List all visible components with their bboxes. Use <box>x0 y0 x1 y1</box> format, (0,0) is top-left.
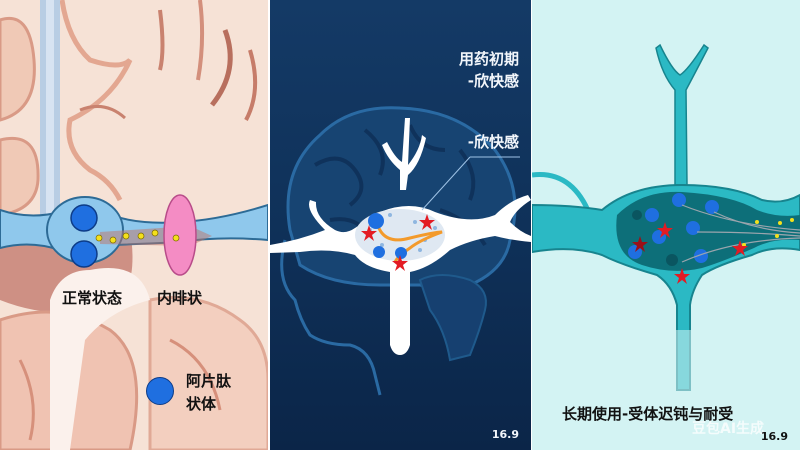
label-endorphin: 内啡状 <box>157 289 203 307</box>
watermark: 豆包AI生成 <box>692 421 765 437</box>
head-profile-icon <box>280 239 382 396</box>
vesicle-icon <box>70 240 98 268</box>
legend-text-line1: 阿片肽 <box>186 372 232 390</box>
panel-long-term-use: 长期使用-受体迟钝与耐受 豆包AI生成 16.9 <box>532 0 800 450</box>
blue-circle-icon <box>395 247 407 259</box>
corner-number: 16.9 <box>760 430 788 443</box>
neuron-icon <box>270 118 531 355</box>
legend-text-line2: 状体 <box>186 395 217 413</box>
callout-euphoria: -欣快感 <box>467 133 519 151</box>
red-star-icon <box>361 214 435 271</box>
neuron-tolerance-illustration <box>532 43 800 400</box>
red-star-icon <box>657 222 748 284</box>
panel-divider <box>268 0 270 450</box>
brain-tissue-illustration <box>0 0 268 450</box>
title-initial-use: 用药初期 -欣快感 <box>459 48 519 92</box>
brain-neuron-illustration <box>270 106 531 396</box>
panel-initial-use: 用药初期 -欣快感 -欣快感 16.9 <box>270 0 531 450</box>
vesicle-icon <box>70 204 98 232</box>
caption-long-term-use: 长期使用-受体迟钝与耐受 <box>562 405 734 423</box>
title-line2: -欣快感 <box>467 72 519 90</box>
title-line1: 用药初期 <box>458 50 519 68</box>
blue-circle-icon <box>146 377 174 405</box>
panel-normal-state: 正常状态 内啡状 阿片肽 状体 <box>0 0 268 450</box>
blue-circle-icon <box>368 213 384 229</box>
blue-circle-icon <box>373 246 385 258</box>
corner-number: 16.9 <box>491 428 519 441</box>
label-normal-state: 正常状态 <box>62 289 123 307</box>
receptor-icon <box>163 194 197 276</box>
